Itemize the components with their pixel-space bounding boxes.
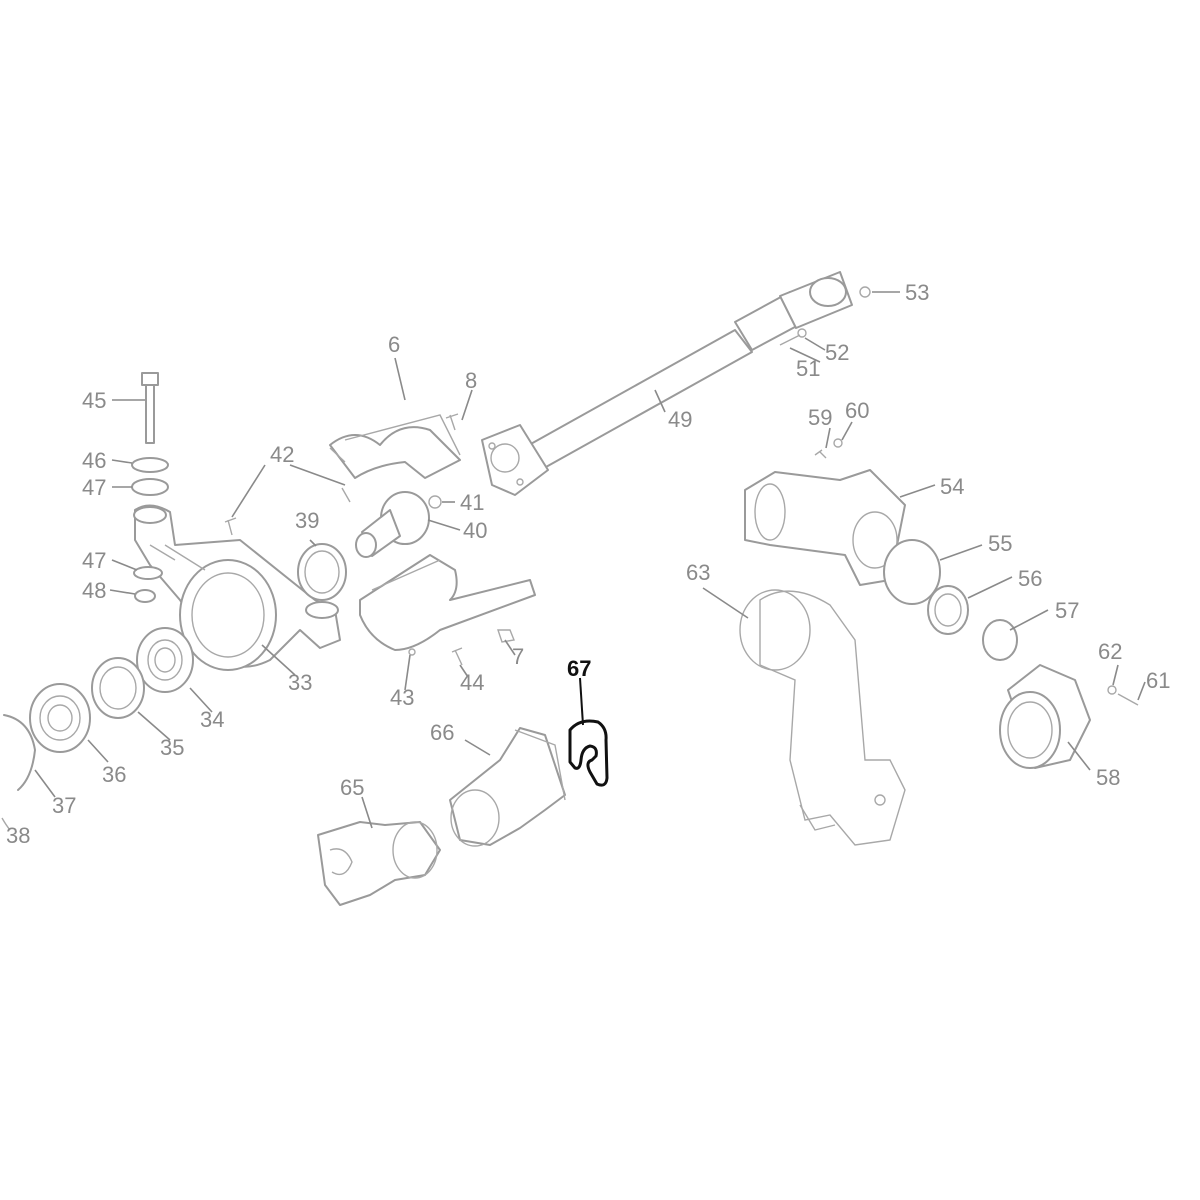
- air-intake-pipe-part-63: [739, 589, 906, 846]
- ring-part-56: [927, 585, 969, 635]
- part-label-37: 37: [52, 793, 76, 818]
- part-label-44: 44: [460, 670, 484, 695]
- bolt-part-61: [1117, 693, 1139, 706]
- washer-part-52: [797, 328, 807, 338]
- part-label-41: 41: [460, 490, 484, 515]
- part-label-66: 66: [430, 720, 454, 745]
- part-label-49: 49: [668, 407, 692, 432]
- sleeve-part-35: [91, 657, 145, 719]
- washer-part-53: [859, 286, 871, 298]
- bolt-part-44: [451, 647, 463, 666]
- part-label-40: 40: [463, 518, 487, 543]
- washer-part-60: [833, 438, 843, 448]
- part-labels: 6 8 49 53 52 51 59 60 54 55 56 57 62 61 …: [6, 280, 1170, 848]
- part-label-35: 35: [160, 735, 184, 760]
- part-label-36: 36: [102, 762, 126, 787]
- elbow-part-58: [999, 664, 1091, 769]
- part-label-65: 65: [340, 775, 364, 800]
- flap-part-57: [982, 619, 1018, 661]
- part-label-62: 62: [1098, 639, 1122, 664]
- part-label-67-highlighted: 67: [567, 656, 591, 681]
- part-label-39: 39: [295, 508, 319, 533]
- part-label-48: 48: [82, 578, 106, 603]
- part-label-42: 42: [270, 442, 294, 467]
- part-label-34: 34: [200, 707, 224, 732]
- part-label-57: 57: [1055, 598, 1079, 623]
- bearing-part-36: [29, 683, 91, 753]
- part-label-61: 61: [1146, 668, 1170, 693]
- part-label-6: 6: [388, 332, 400, 357]
- gasket-part-55: [883, 539, 941, 605]
- o-ring-part-41: [428, 495, 442, 509]
- bearing-part-34: [136, 627, 194, 693]
- part-label-47b: 47: [82, 548, 106, 573]
- nut-part-7: [497, 629, 515, 643]
- bolt-part-51: [779, 334, 801, 346]
- pipe-part-66: [449, 727, 566, 847]
- part-label-58: 58: [1096, 765, 1120, 790]
- drive-shaft-part-49: [481, 271, 853, 496]
- nut-part-48: [134, 589, 156, 603]
- stub-shaft-part-40: [355, 491, 430, 558]
- part-label-7: 7: [512, 644, 524, 669]
- part-label-52: 52: [825, 340, 849, 365]
- clamp-part-6: [329, 414, 461, 479]
- part-label-56: 56: [1018, 566, 1042, 591]
- part-label-60: 60: [845, 398, 869, 423]
- part-label-54: 54: [940, 474, 964, 499]
- circlip-part-37: [3, 714, 36, 791]
- part-label-51: 51: [796, 356, 820, 381]
- part-label-55: 55: [988, 531, 1012, 556]
- seal-part-39: [297, 543, 347, 601]
- part-label-63: 63: [686, 560, 710, 585]
- part-label-59: 59: [808, 405, 832, 430]
- part-label-45: 45: [82, 388, 106, 413]
- bolt-part-45: [141, 372, 159, 444]
- leader-lines: [34, 291, 1146, 829]
- washer-part-62: [1107, 685, 1117, 695]
- part-label-8: 8: [465, 368, 477, 393]
- bolt-part-59: [814, 449, 827, 459]
- part-label-43: 43: [390, 685, 414, 710]
- washer-part-47b: [133, 566, 163, 580]
- circlip-part-38: [1, 817, 11, 831]
- part-label-47a: 47: [82, 475, 106, 500]
- grease-nipple-part-42a: [224, 517, 237, 536]
- grease-nipple-part-42b: [341, 487, 351, 503]
- part-label-53: 53: [905, 280, 929, 305]
- carrier-bracket-part-33: [133, 504, 341, 671]
- part-label-38: 38: [6, 823, 30, 848]
- pipe-part-65: [317, 821, 441, 906]
- gasket-part-67-highlighted: [568, 719, 609, 787]
- part-label-33: 33: [288, 670, 312, 695]
- bolt-part-8: [445, 413, 459, 431]
- washer-part-46: [131, 457, 169, 473]
- part-label-46: 46: [82, 448, 106, 473]
- clamp-part-43: [359, 554, 536, 656]
- washer-part-47a: [131, 478, 169, 496]
- housing-part-54: [744, 469, 906, 586]
